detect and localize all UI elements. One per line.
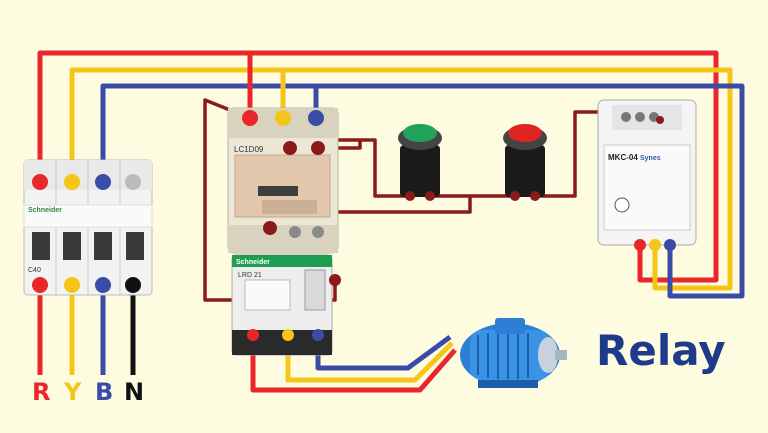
overload-relay: Schneider LRD 21 <box>231 254 341 356</box>
wire-blue-top <box>100 83 745 299</box>
phase-label-r: R <box>32 378 51 406</box>
phase-failure-relay: MKC-04 Synes <box>597 99 697 251</box>
overload-brand: Schneider <box>236 259 270 266</box>
breaker-brand: Schneider <box>28 207 62 214</box>
phase-label-n: N <box>124 378 145 406</box>
contactor: LC1D09 <box>227 107 339 254</box>
relay-brand: Synes <box>640 155 661 162</box>
wire-red-motor <box>250 335 457 393</box>
phase-label-y: Y <box>64 378 82 406</box>
wire-red-top <box>37 50 719 283</box>
page-title: Relay <box>596 326 726 375</box>
contactor-model: LC1D09 <box>234 145 264 154</box>
wire-yellow-top <box>69 67 733 291</box>
control-wire-1 <box>203 98 337 302</box>
red-push-button-icon[interactable] <box>503 124 547 201</box>
phase-label-b: B <box>95 378 114 406</box>
wire-yellow-motor <box>285 335 454 383</box>
circuit-breaker: Schneider C40 <box>23 159 153 296</box>
overload-model: LRD 21 <box>238 272 262 279</box>
green-push-button-icon[interactable] <box>398 124 442 201</box>
motor-icon <box>460 318 567 388</box>
breaker-rating: C40 <box>28 267 41 274</box>
relay-model: MKC-04 <box>608 153 638 162</box>
